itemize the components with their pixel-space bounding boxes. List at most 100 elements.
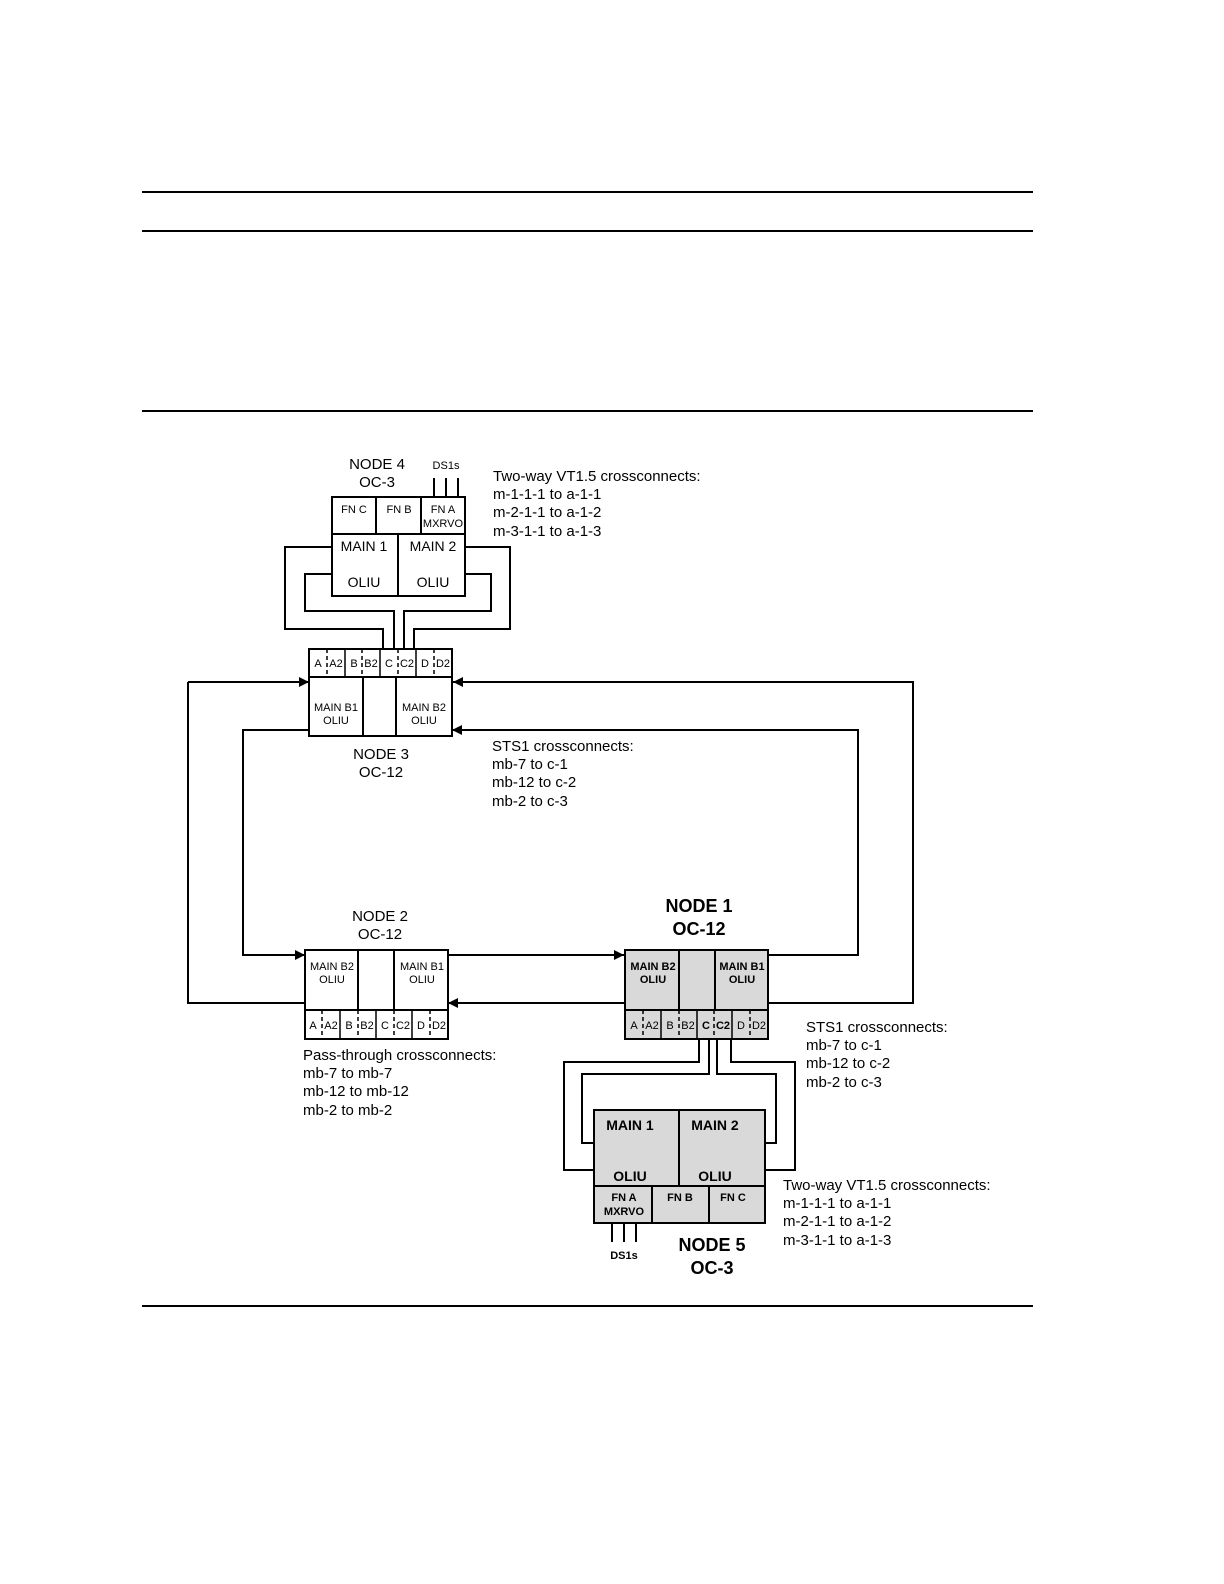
fiber-n4-main2-outer [413, 546, 511, 649]
node1-main-b2: MAIN B2 [630, 961, 675, 973]
fiber-n5-main2-outer [730, 1040, 796, 1171]
node2-oliu-1: OLIU [319, 974, 345, 986]
node4-mxrvo: MXRVO [423, 518, 464, 530]
node2-slot-d: D [417, 1020, 425, 1032]
node4-oliu-2: OLIU [417, 574, 450, 590]
node5-oliu-1: OLIU [613, 1168, 646, 1184]
node3-title: NODE 3 [353, 746, 409, 763]
node5-rate: OC-3 [690, 1258, 733, 1278]
node2-title: NODE 2 [352, 908, 408, 925]
node2-oliu-2: OLIU [409, 974, 435, 986]
node2-slot-b2: B2 [360, 1020, 373, 1032]
node4-fn-b: FN B [386, 504, 411, 516]
node2-main-b2: MAIN B2 [310, 961, 354, 973]
node3-slot-d2: D2 [436, 658, 450, 670]
fiber-n5-main1-outer [563, 1040, 700, 1171]
node5-oliu-2: OLIU [698, 1168, 731, 1184]
node4-xc-title: Two-way VT1.5 crossconnects: [493, 468, 701, 485]
node3-oliu-2: OLIU [411, 715, 437, 727]
node1-title: NODE 1 [665, 896, 732, 916]
fiber-n3-to-n2-inner [242, 729, 309, 960]
node5-xc-1: m-1-1-1 to a-1-1 [783, 1195, 891, 1212]
node5-mxrvo: MXRVO [604, 1206, 645, 1218]
node1-oliu-2: OLIU [729, 974, 755, 986]
node5-fn-a: FN A [611, 1192, 636, 1204]
fiber-n4-main1-inner [304, 573, 395, 649]
node3-slot-b2: B2 [364, 658, 377, 670]
node4-node3-fibers [284, 546, 511, 649]
node3-slot-a2: A2 [329, 658, 342, 670]
fiber-n4-main1-outer [284, 546, 384, 649]
node1-xc-1: mb-7 to c-1 [806, 1037, 882, 1054]
fiber-n1-to-n3-inner [452, 725, 859, 956]
node3-main-b2: MAIN B2 [402, 702, 446, 714]
node4-fn-c: FN C [341, 504, 367, 516]
node2-xc-3: mb-2 to mb-2 [303, 1102, 392, 1119]
node3-slot-a: A [314, 658, 322, 670]
node2-slot-a2: A2 [324, 1020, 337, 1032]
node4-xc-1: m-1-1-1 to a-1-1 [493, 486, 601, 503]
node2-main-b1: MAIN B1 [400, 961, 444, 973]
node3-slot-c2: C2 [400, 658, 414, 670]
node3-oliu-1: OLIU [323, 715, 349, 727]
node5-ds1-label: DS1s [610, 1250, 638, 1262]
node1-slot-b: B [666, 1020, 673, 1032]
node4-fn-a: FN A [431, 504, 456, 516]
node1-slot-a: A [630, 1020, 638, 1032]
fiber-n5-main2-inner [716, 1040, 777, 1144]
node1-slot-a2: A2 [645, 1020, 658, 1032]
node1-slot-d: D [737, 1020, 745, 1032]
node3-slot-b: B [350, 658, 357, 670]
node4-xc-3: m-3-1-1 to a-1-3 [493, 523, 601, 540]
node4-xc-2: m-2-1-1 to a-1-2 [493, 504, 601, 521]
node1-main-b1: MAIN B1 [719, 961, 764, 973]
node3-slot-c: C [385, 658, 393, 670]
node2-slot-c2: C2 [396, 1020, 410, 1032]
node3-main-b1: MAIN B1 [314, 702, 358, 714]
node2-xc-title: Pass-through crossconnects: [303, 1047, 496, 1064]
node-4: NODE 4 OC-3 DS1s FN C FN B FN A MXRVO MA… [331, 456, 701, 597]
node5-fn-b: FN B [667, 1192, 693, 1204]
node4-oliu-1: OLIU [348, 574, 381, 590]
node5-main2: MAIN 2 [691, 1117, 739, 1133]
node5-xc-title: Two-way VT1.5 crossconnects: [783, 1177, 991, 1194]
node1-xc-title: STS1 crossconnects: [806, 1019, 948, 1036]
node2-rate: OC-12 [358, 926, 402, 943]
node5-title: NODE 5 [678, 1235, 745, 1255]
node3-xc-1: mb-7 to c-1 [492, 756, 568, 773]
fiber-n4-main2-inner [403, 573, 492, 649]
node1-slot-c2: C2 [716, 1020, 730, 1032]
node4-title: NODE 4 [349, 456, 405, 473]
node1-node5-fibers [563, 1040, 796, 1171]
node2-slot-a: A [309, 1020, 317, 1032]
node4-rate: OC-3 [359, 474, 395, 491]
node-5: MAIN 1 MAIN 2 OLIU OLIU FN A MXRVO FN B … [593, 1109, 991, 1278]
node1-slot-d2: D2 [752, 1020, 766, 1032]
node4-main1: MAIN 1 [341, 538, 388, 554]
node-2: NODE 2 OC-12 A A2 B B2 C C2 D D2 MAIN B2… [303, 908, 496, 1119]
node-3: A A2 B B2 C C2 D D2 MAIN B1 OLIU MAIN B2… [308, 648, 634, 810]
node1-slot-b2: B2 [681, 1020, 694, 1032]
fiber-n2-to-n3-outer [187, 682, 305, 1004]
node1-rate: OC-12 [672, 919, 725, 939]
node4-main2: MAIN 2 [410, 538, 457, 554]
node4-ds1-label: DS1s [433, 460, 460, 472]
ring-connections [187, 677, 914, 1008]
node3-xc-3: mb-2 to c-3 [492, 793, 568, 810]
node5-main1: MAIN 1 [606, 1117, 654, 1133]
node1-slot-c: C [702, 1020, 710, 1032]
node2-slot-d2: D2 [432, 1020, 446, 1032]
node-1: NODE 1 OC-12 A A2 B B2 C C2 D D2 MAIN B2… [624, 896, 948, 1091]
node5-xc-3: m-3-1-1 to a-1-3 [783, 1232, 891, 1249]
node1-oliu-1: OLIU [640, 974, 666, 986]
node5-fn-c: FN C [720, 1192, 746, 1204]
node2-slot-b: B [345, 1020, 352, 1032]
fiber-n1-to-n3-outer [453, 677, 914, 1004]
node3-xc-title: STS1 crossconnects: [492, 738, 634, 755]
node2-slot-c: C [381, 1020, 389, 1032]
node1-xc-3: mb-2 to c-3 [806, 1074, 882, 1091]
node3-xc-2: mb-12 to c-2 [492, 774, 576, 791]
node3-slot-d: D [421, 658, 429, 670]
node1-xc-2: mb-12 to c-2 [806, 1055, 890, 1072]
